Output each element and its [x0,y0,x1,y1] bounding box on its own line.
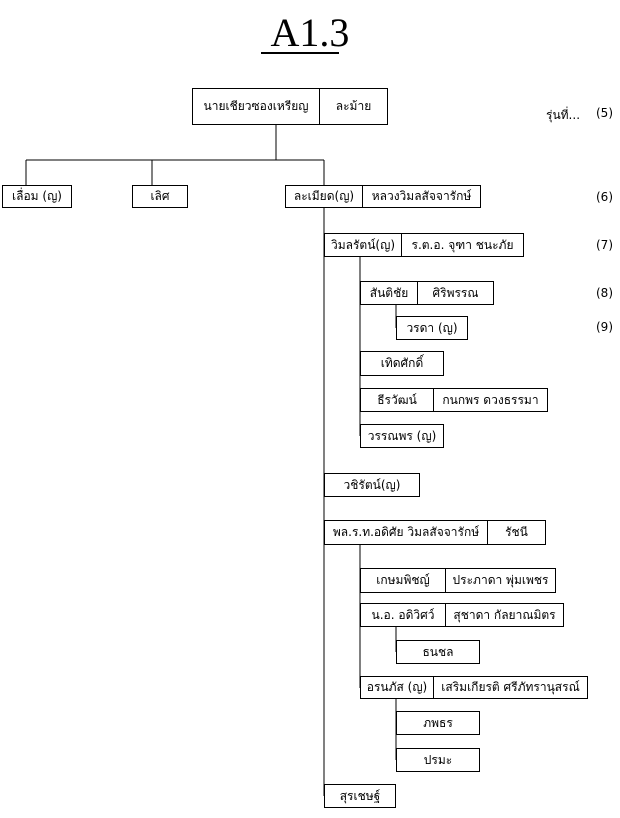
child-node-wannaporn[interactable]: วรรณพร (ญ) [360,424,444,448]
person-name: เกษมพิชญ์ [376,573,430,587]
couple-node-lamiad[interactable]: ละเมียด(ญ) หลวงวิมลสัจจารักษ์ [285,185,481,208]
person-name: ภพธร [423,715,453,730]
spouse-name: ศิริพรรณ [417,282,493,304]
child-node-worada[interactable]: วรดา (ญ) [396,316,468,340]
generation-label-8: (8) [596,286,613,300]
spouse-name: ร.ต.อ. จุฑา ชนะภัย [401,234,523,256]
person-name: วิมลรัตน์(ญ) [330,237,396,252]
title-underline [261,52,339,54]
person-name: ธนชล [422,644,454,659]
generation-label-9: (9) [596,320,613,334]
child-node-luam[interactable]: เลื่อม (ญ) [2,185,72,208]
child-node-tanachon[interactable]: ธนชล [396,640,480,664]
spouse-name: รัชนี [487,521,545,544]
couple-node-adivit[interactable]: น.อ. อดิวิศว์ สุชาดา กัลยาณมิตร [360,603,564,627]
couple-node-teerawat[interactable]: ธีรวัฒน์ กนกพร ดวงธรรมา [360,388,548,412]
child-node-pramah[interactable]: ปรมะ [396,748,480,772]
person-name: วรดา (ญ) [406,320,458,335]
person-name: วรรณพร (ญ) [367,428,437,443]
chart-title: A1.3 [270,10,350,55]
child-node-lert[interactable]: เลิศ [132,185,188,208]
couple-node-aranpat[interactable]: อรนภัส (ญ) เสริมเกียรติ ศรีภัทรานุสรณ์ [360,676,588,699]
person-name: สุรเชษฐ์ [339,788,381,803]
spouse-name: ประภาดา พุ่มเพชร [445,569,555,592]
person-name: เลิศ [150,189,170,203]
generation-label-6: (6) [596,190,613,204]
couple-node-santichai[interactable]: สันติชัย ศิริพรรณ [360,281,494,305]
person-name: ปรมะ [423,752,453,767]
person-name: เทิดศักดิ์ [380,356,424,370]
spouse-name: กนกพร ดวงธรรมา [433,389,547,411]
spouse-name: หลวงวิมลสัจจารักษ์ [362,186,480,207]
person-name: ธีรวัฒน์ [377,392,417,407]
spouse-name: สุชาดา กัลยาณมิตร [445,604,563,626]
child-node-paphot[interactable]: ภพธร [396,711,480,735]
person-name: เลื่อม (ญ) [12,189,62,203]
couple-node-kasem[interactable]: เกษมพิชญ์ ประภาดา พุ่มเพชร [360,568,556,593]
couple-node-general[interactable]: พล.ร.ท.อดิศัย วิมลสัจจารักษ์ รัชนี [324,520,546,545]
root-wife: ละม้าย [319,89,387,124]
generation-header: รุ่นที่... [546,108,581,122]
child-node-serdsak[interactable]: เทิดศักดิ์ [360,351,444,376]
couple-node-vimol[interactable]: วิมลรัตน์(ญ) ร.ต.อ. จุฑา ชนะภัย [324,233,524,257]
person-name: พล.ร.ท.อดิศัย วิมลสัจจารักษ์ [332,525,480,539]
person-name: ละเมียด(ญ) [293,189,355,203]
person-name: น.อ. อดิวิศว์ [371,607,435,622]
person-name: สันติชัย [369,285,409,300]
child-node-vachira[interactable]: วชิรัตน์(ญ) [324,473,420,497]
spouse-name: เสริมเกียรติ ศรีภัทรานุสรณ์ [433,677,587,698]
generation-label-5: (5) [596,106,613,120]
root-couple-node[interactable]: นายเชียวซองเหรียญ ละม้าย [192,88,388,125]
child-node-surachet[interactable]: สุรเชษฐ์ [324,784,396,808]
root-husband: นายเชียวซองเหรียญ [203,99,309,113]
person-name: วชิรัตน์(ญ) [343,477,401,492]
person-name: อรนภัส (ญ) [366,680,428,694]
generation-label-7: (7) [596,238,613,252]
